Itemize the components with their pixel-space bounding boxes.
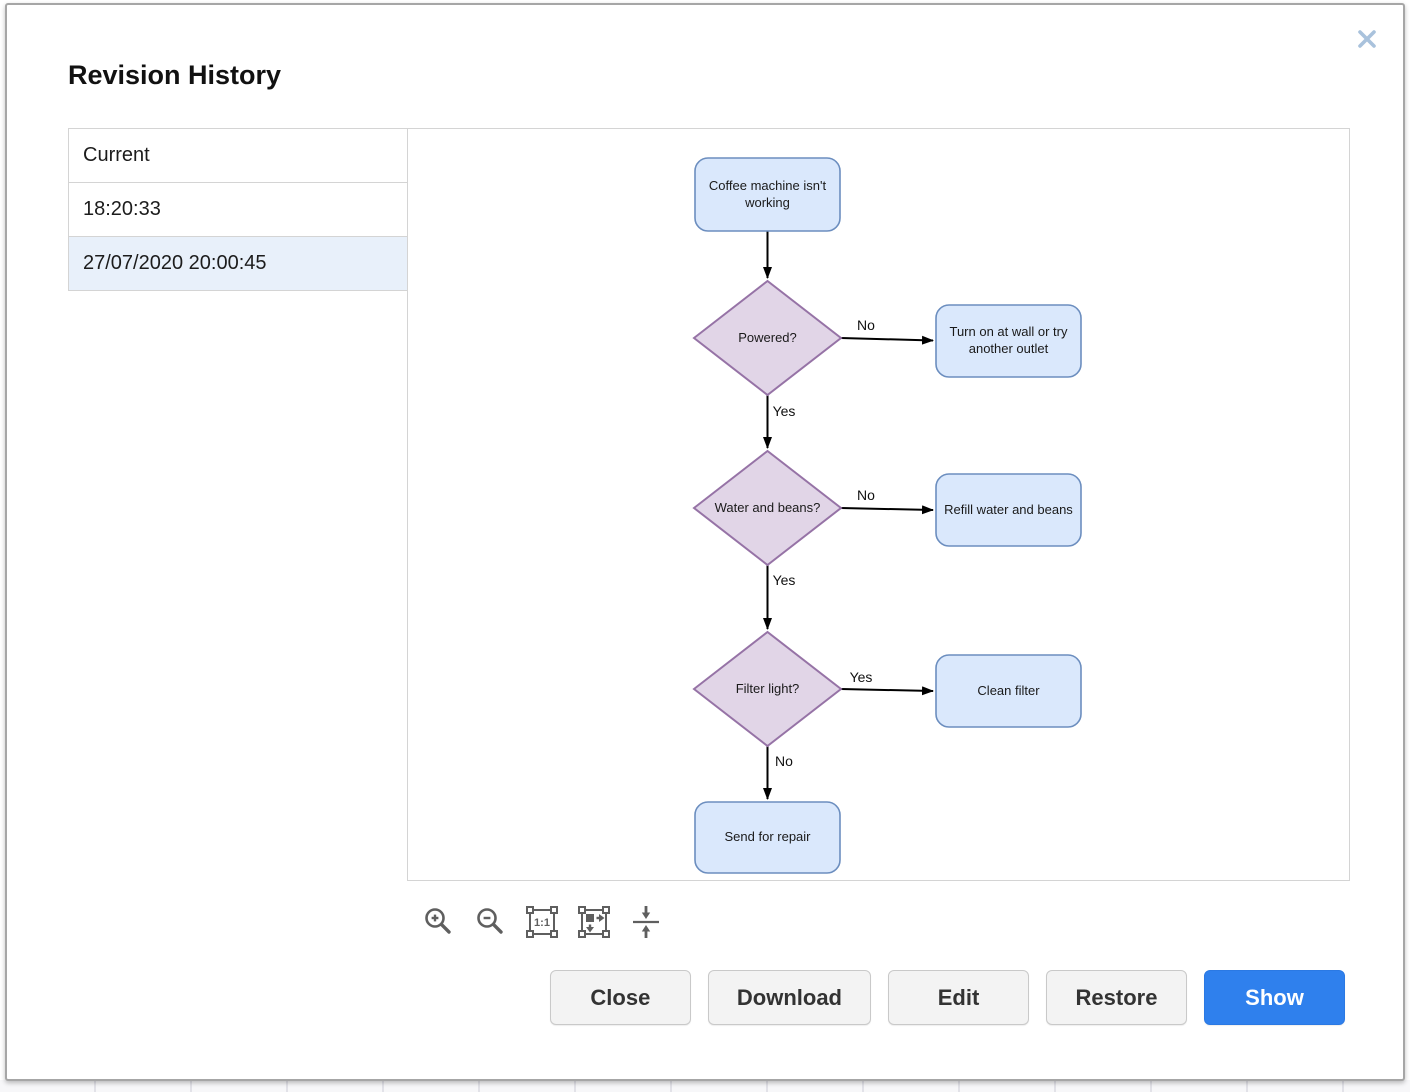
flow-node-clean-filter-label: Clean filter (977, 682, 1040, 698)
actual-size-button[interactable]: 1:1 (523, 902, 561, 942)
flow-node-powered-label: Powered? (738, 329, 797, 345)
flow-node-send-repair-shape (694, 801, 841, 874)
show-button[interactable]: Show (1204, 970, 1345, 1025)
revision-item-label: 18:20:33 (83, 198, 161, 220)
actual-size-label: 1:1 (534, 917, 550, 929)
revision-item-label: 27/07/2020 20:00:45 (83, 252, 267, 274)
flow-node-refill-label: Refill water and beans (944, 501, 1073, 517)
fit-page-icon (578, 906, 610, 938)
revision-history-dialog: Revision History Current 18:20:33 27/07/… (5, 3, 1405, 1081)
edge-label-water-yes: Yes (772, 572, 796, 588)
flow-node-turn-on-label: Turn on at wall or try another outlet (949, 324, 1068, 356)
edge-filter-yes (840, 686, 934, 696)
dialog-title: Revision History (68, 60, 282, 90)
zoom-out-icon (477, 908, 503, 934)
edge-label-powered-no: No (857, 317, 875, 333)
flowchart-canvas (692, 157, 1082, 874)
flow-node-water-beans-label: Water and beans? (714, 499, 821, 515)
revision-item-2-selected[interactable]: 27/07/2020 20:00:45 (69, 237, 407, 291)
flow-node-send-repair-label: Send for repair (724, 829, 811, 845)
flow-node-turn-on-shape (935, 304, 1082, 378)
zoom-out-button[interactable] (471, 902, 509, 942)
zoom-in-button[interactable] (419, 902, 457, 942)
fit-page-button[interactable] (575, 902, 613, 942)
flow-node-powered-shape (692, 279, 843, 397)
download-button[interactable]: Download (707, 970, 871, 1025)
footer-buttons: Close Download Edit Restore Show (7, 970, 1345, 1025)
edge-label-filter-yes: Yes (849, 669, 873, 685)
flow-node-clean-filter-shape (935, 654, 1082, 728)
diagram-preview-panel: Coffee machine isn't working Powered? Tu… (407, 128, 1350, 881)
flow-node-start-shape (694, 157, 841, 232)
restore-button[interactable]: Restore (1046, 970, 1187, 1025)
revision-list: Current 18:20:33 27/07/2020 20:00:45 (68, 128, 408, 291)
edge-label-powered-yes: Yes (772, 403, 796, 419)
background-grid (0, 1080, 1410, 1092)
flow-node-filter-light-shape (692, 630, 843, 748)
revision-item-current[interactable]: Current (69, 129, 407, 183)
zoom-in-icon (425, 908, 451, 934)
edge-label-filter-no: No (775, 753, 793, 769)
revision-item-label: Current (83, 144, 150, 166)
edge-label-water-no: No (857, 487, 875, 503)
fit-height-button[interactable] (627, 902, 665, 942)
edge-powered-no (840, 335, 934, 345)
close-icon[interactable] (1353, 25, 1381, 53)
revision-item-1[interactable]: 18:20:33 (69, 183, 407, 237)
flow-node-refill-shape (935, 473, 1082, 547)
flow-node-water-beans-shape (692, 449, 843, 567)
actual-size-icon: 1:1 (526, 906, 558, 938)
fit-height-icon (633, 906, 659, 938)
edit-button[interactable]: Edit (888, 970, 1029, 1025)
flow-node-filter-light-label: Filter light? (735, 680, 800, 696)
preview-toolbar: 1:1 (419, 899, 665, 945)
flow-node-start-label: Coffee machine isn't working (708, 177, 827, 210)
close-button[interactable]: Close (549, 970, 691, 1025)
edge-water-no (840, 505, 934, 515)
